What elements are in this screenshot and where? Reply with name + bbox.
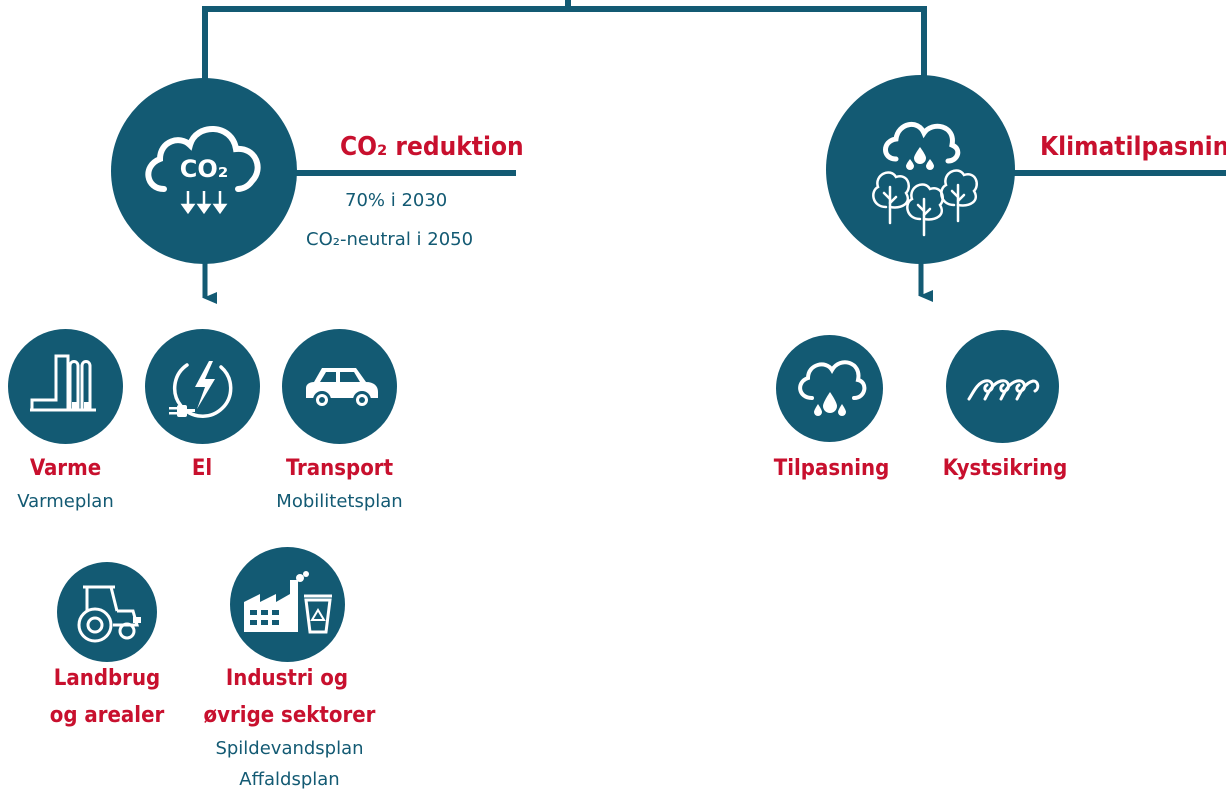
tilpasning-circle bbox=[776, 335, 883, 442]
goal-2030-text: 70% i 2030 bbox=[345, 190, 448, 211]
varme-circle bbox=[8, 329, 123, 444]
factory-recycling-icon bbox=[243, 570, 332, 633]
kystsikring-circle bbox=[946, 330, 1059, 443]
co2-icon-label: CO₂ bbox=[180, 155, 229, 183]
spildevandsplan-text: Spildevandsplan bbox=[215, 738, 364, 759]
factory-chimney-icon bbox=[29, 354, 96, 411]
tilpasning-title: Tilpasning bbox=[773, 456, 890, 481]
industri-circle bbox=[230, 547, 345, 662]
plug-lightning-icon bbox=[168, 360, 232, 418]
tractor-icon bbox=[77, 585, 141, 643]
varmeplan-text: Varmeplan bbox=[17, 491, 114, 512]
landbrug-title-line2: og arealer bbox=[49, 703, 165, 728]
transport-title: Transport bbox=[285, 456, 394, 481]
landbrug-title-line1: Landbrug bbox=[53, 666, 161, 691]
car-icon bbox=[305, 367, 378, 409]
industri-title-line1: Industri og bbox=[225, 666, 349, 691]
mobilitetsplan-text: Mobilitetsplan bbox=[276, 491, 403, 512]
varme-title: Varme bbox=[29, 456, 102, 481]
goal-2050-text: CO₂-neutral i 2050 bbox=[306, 229, 474, 250]
affaldsplan-text: Affaldsplan bbox=[239, 769, 340, 790]
co2-reduction-circle: CO₂ bbox=[111, 78, 297, 264]
kystsikring-title: Kystsikring bbox=[942, 456, 1068, 481]
cloud-trees-icon bbox=[871, 121, 978, 236]
transport-circle bbox=[282, 329, 397, 444]
el-title: El bbox=[191, 456, 213, 481]
climate-adaptation-circle bbox=[826, 75, 1015, 264]
el-circle bbox=[145, 329, 260, 444]
rain-cloud-icon bbox=[797, 359, 866, 416]
waves-icon bbox=[967, 378, 1039, 400]
climate-adaptation-title: Klimatilpasning bbox=[1040, 132, 1226, 162]
co2-reduction-title: CO₂ reduktion bbox=[340, 132, 524, 162]
co2-cloud-icon: CO₂ bbox=[145, 126, 261, 215]
industri-title-line2: øvrige sektorer bbox=[203, 703, 376, 728]
landbrug-circle bbox=[57, 562, 157, 662]
